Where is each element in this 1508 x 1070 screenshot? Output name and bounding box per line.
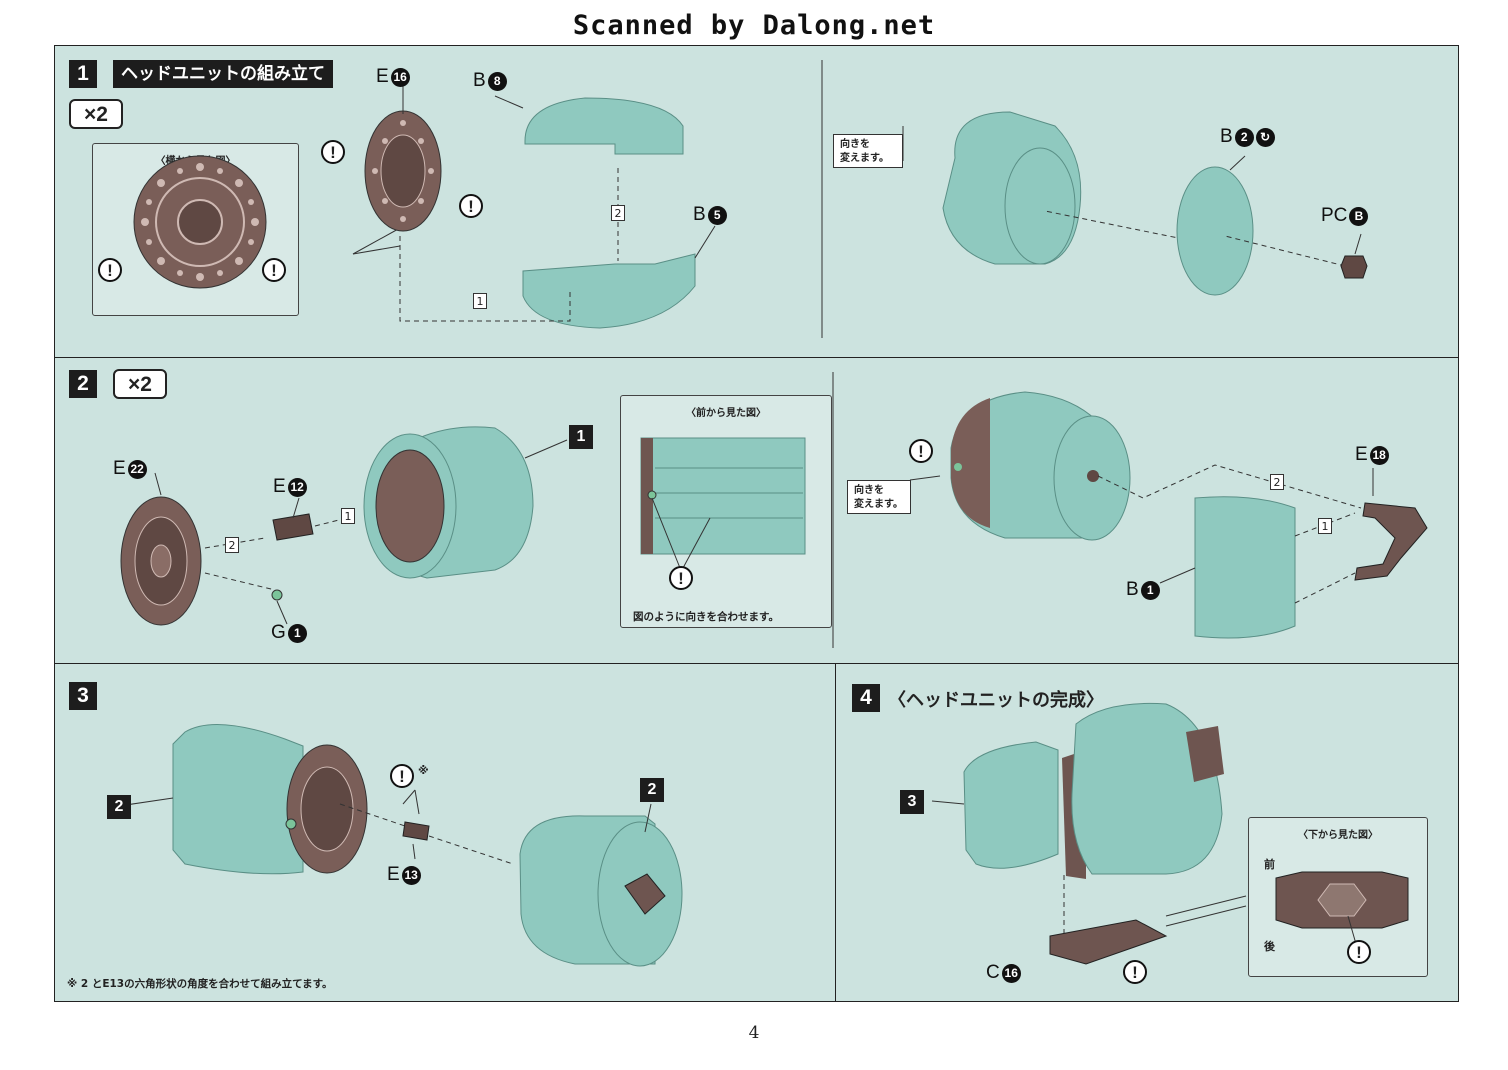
warning-icon: !	[1123, 960, 1147, 984]
sequence-marker: 1	[473, 293, 487, 309]
label-number: 8	[487, 71, 507, 91]
step2-divider	[832, 372, 834, 648]
label-prefix: E	[376, 66, 389, 87]
inset-title: 〈前から見た図〉	[686, 408, 766, 419]
part-e16-disc	[364, 86, 442, 232]
step3-footnote: ※ 2 とE13の六角形状の角度を合わせて組み立てます。	[67, 978, 333, 990]
step4-assembled-head	[931, 702, 1247, 965]
step1-number: 1	[69, 60, 97, 88]
label-number: 5	[707, 205, 727, 225]
sequence-marker: 1	[341, 508, 355, 524]
warning-icon: !	[390, 764, 414, 788]
back-label: 後	[1264, 940, 1275, 953]
inset-title: 〈下から見た図〉	[1298, 830, 1378, 841]
step2-left-parts	[120, 426, 568, 626]
label-number: 1	[1140, 580, 1160, 600]
inset-note: 図のように向きを合わせます。	[633, 611, 779, 623]
step1-divider	[821, 60, 823, 338]
asterisk-mark: ※	[418, 764, 429, 777]
step3-parts	[118, 724, 683, 967]
orientation-callout: 向きを 変えます。	[847, 480, 911, 514]
label-prefix: PC	[1321, 205, 1348, 226]
step2-number: 2	[69, 370, 97, 398]
sequence-marker: 1	[1318, 518, 1332, 534]
part-b8-half-shell	[399, 95, 716, 329]
label-number: 18	[1369, 445, 1389, 465]
front-label: 前	[1264, 858, 1275, 871]
label-prefix: B	[473, 70, 486, 91]
label-number: 12	[287, 477, 307, 497]
label-prefix: B	[693, 204, 706, 225]
label-prefix: B	[1220, 126, 1233, 147]
warning-icon: !	[262, 258, 286, 282]
step2-right-parts	[909, 391, 1428, 639]
label-prefix: G	[271, 622, 286, 643]
label-number: 1	[287, 623, 307, 643]
step1-panel: 1 ヘッドユニットの組み立て ×2 〈横から見た図〉 ! !	[54, 45, 1459, 358]
reference-step-3: 3	[900, 790, 924, 814]
label-number: 13	[401, 865, 421, 885]
reference-step-2: 2	[107, 795, 131, 819]
label-prefix: E	[113, 458, 126, 479]
label-prefix: E	[387, 864, 400, 885]
label-number: 2	[1234, 127, 1254, 147]
step4-number: 4	[852, 684, 880, 712]
sequence-marker: 2	[1270, 474, 1284, 490]
scan-banner: Scanned by Dalong.net	[572, 10, 936, 41]
warning-icon: !	[321, 140, 345, 164]
front-view-cylinder	[640, 437, 806, 569]
label-number: 16	[390, 67, 410, 87]
label-number: 16	[1001, 963, 1021, 983]
label-prefix: E	[1355, 444, 1368, 465]
step3-number: 3	[69, 682, 97, 710]
step2-multiplier: ×2	[113, 369, 167, 399]
label-number: 22	[127, 459, 147, 479]
label-prefix: B	[1126, 579, 1139, 600]
reference-step-2: 2	[640, 778, 664, 802]
part-head-cylinder	[902, 111, 1368, 296]
page-number: 4	[748, 1023, 760, 1043]
warning-icon: !	[909, 439, 933, 463]
step4-title: 〈ヘッドユニットの完成〉	[888, 690, 1104, 711]
bottom-view-part	[1275, 871, 1409, 945]
sequence-marker: 2	[225, 537, 239, 553]
orientation-callout: 向きを 変えます。	[833, 134, 903, 168]
warning-icon: !	[98, 258, 122, 282]
side-view-disc	[133, 155, 401, 289]
warning-icon: !	[1347, 940, 1371, 964]
reference-step-1: 1	[569, 425, 593, 449]
label-prefix: C	[986, 962, 1000, 983]
step1-multiplier: ×2	[69, 99, 123, 129]
label-number: B	[1349, 206, 1369, 226]
step4-bottom-view-inset: 〈下から見た図〉 前 後	[1248, 817, 1428, 977]
gate-cut-icon: ↻	[1255, 127, 1275, 147]
warning-icon: !	[669, 566, 693, 590]
warning-icon: !	[459, 194, 483, 218]
sequence-marker: 2	[611, 205, 625, 221]
step1-title: ヘッドユニットの組み立て	[113, 60, 333, 88]
label-prefix: E	[273, 476, 286, 497]
